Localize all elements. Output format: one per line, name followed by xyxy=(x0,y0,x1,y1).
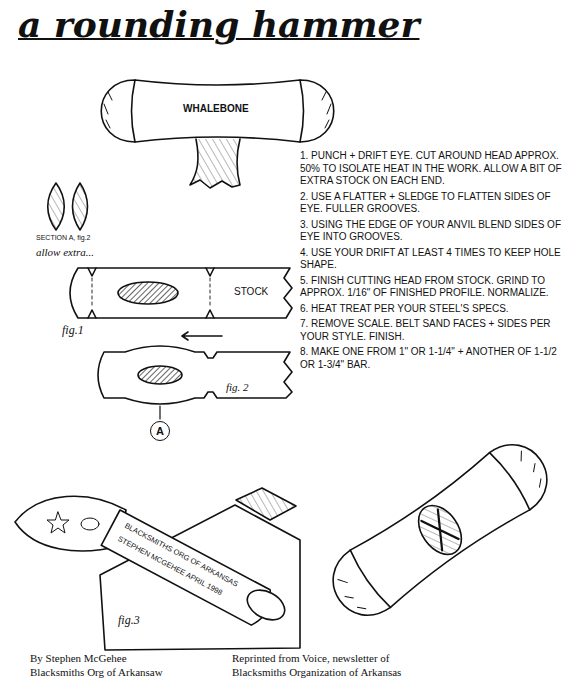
punched-eye xyxy=(118,282,178,304)
credit: Blacksmiths Org of Arkansaw xyxy=(30,666,163,679)
figure-label: fig.1 xyxy=(62,324,84,338)
credit: Reprinted from Voice, newsletter of xyxy=(232,652,390,665)
section-profile xyxy=(48,183,65,230)
instruction-list: 1. PUNCH + DRIFT EYE. CUT AROUND HEAD AP… xyxy=(300,150,562,374)
finished-hammer-head xyxy=(320,431,561,629)
hammer-head xyxy=(101,80,334,142)
bar-stock xyxy=(70,268,292,318)
instruction-step: 5. FINISH CUTTING HEAD FROM STOCK. GRIND… xyxy=(300,275,562,300)
instruction-step: 1. PUNCH + DRIFT EYE. CUT AROUND HEAD AP… xyxy=(300,150,562,188)
instruction-step: 2. USE A FLATTER + SLEDGE TO FLATTEN SID… xyxy=(300,191,562,216)
instruction-step: 6. HEAT TREAT PER YOUR STEEL'S SPECS. xyxy=(300,303,562,316)
instruction-step: 7. REMOVE SCALE. BELT SAND FACES + SIDES… xyxy=(300,318,562,343)
instruction-step: 8. MAKE ONE FROM 1" OR 1-1/4" + ANOTHER … xyxy=(300,346,562,371)
dome-shading xyxy=(335,449,548,615)
figure-label: fig.3 xyxy=(118,614,140,628)
callout-circle: A xyxy=(150,421,170,441)
face-edge xyxy=(347,451,532,610)
note: allow extra... xyxy=(36,246,94,259)
eye-wedge xyxy=(421,510,458,551)
drifted-eye xyxy=(138,366,182,384)
direction-arrow xyxy=(182,332,222,340)
section-label: SECTION A, fig.2 xyxy=(36,234,90,242)
callout-leader xyxy=(159,406,160,419)
page-title: a rounding hammer xyxy=(18,4,419,45)
hammer-handle xyxy=(190,139,240,188)
cut-groove xyxy=(88,268,214,318)
stamp-star xyxy=(47,512,69,533)
section-profile xyxy=(73,183,88,230)
instruction-step: 4. USE YOUR DRIFT AT LEAST 4 TIMES TO KE… xyxy=(300,247,562,272)
hammer-eye xyxy=(410,498,470,563)
callout-letter: A xyxy=(156,425,164,437)
part-name: STOCK xyxy=(234,286,268,298)
anvil xyxy=(100,505,300,650)
stamp-bar xyxy=(101,510,276,628)
stamp-mark xyxy=(81,518,99,530)
face-edge xyxy=(132,80,304,142)
hammer-end xyxy=(242,584,290,626)
hardy-tool xyxy=(236,488,296,520)
credit: Blacksmiths Organization of Arkansas xyxy=(232,666,401,679)
instruction-step: 3. USING THE EDGE OF YOUR ANVIL BLEND SI… xyxy=(300,219,562,244)
figure-label: fig. 2 xyxy=(226,381,249,394)
dome-shading xyxy=(104,92,331,128)
cut-line xyxy=(92,278,210,308)
part-name: WHALEBONE xyxy=(183,103,249,115)
forged-bar xyxy=(98,346,292,404)
credit: By Stephen McGehee xyxy=(30,652,127,665)
